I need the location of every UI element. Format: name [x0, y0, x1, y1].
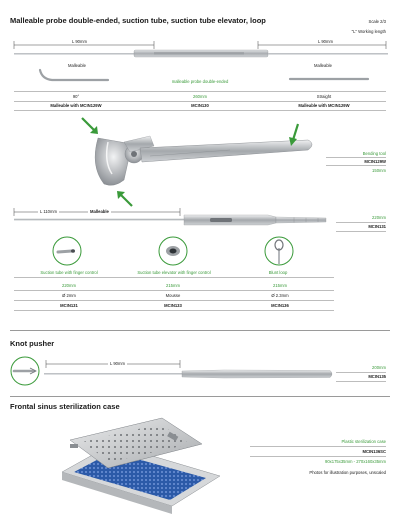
table-rule-top — [14, 91, 386, 92]
bending-tool-size: 150mm — [372, 168, 386, 173]
suction-malleable-label: Malleable — [88, 209, 111, 214]
tip-icon-elevator — [158, 236, 188, 266]
tip-detail-suction: Ø 2mm — [62, 293, 76, 298]
tip-rule-4 — [14, 310, 334, 311]
probe-bent-tip-image — [38, 68, 110, 82]
case-rule-2 — [250, 456, 386, 457]
bending-tool-label: Bending tool — [362, 151, 386, 156]
tip-icon-suction — [52, 236, 82, 266]
case-note: Photos for illustration purposes, unscal… — [309, 470, 386, 475]
bending-tool-image — [94, 135, 313, 186]
tip-length-suction: 220mm — [62, 283, 76, 288]
table-rule-bottom — [14, 110, 386, 111]
knot-rule-2 — [336, 381, 386, 382]
tip-length-elevator: 215mm — [166, 283, 180, 288]
spec-center-code: MCIN130 — [191, 103, 209, 108]
spec-left-code: Malleable with MCIN129W — [50, 103, 102, 108]
case-dimensions: 90x175x35mm - 270x160x35mm — [325, 459, 386, 464]
spec-left-value: 90° — [72, 94, 80, 99]
suction-code: MCIN131 — [368, 224, 386, 229]
malleable-label-left: Malleable — [68, 63, 86, 68]
suction-rule-2 — [336, 231, 386, 232]
tip-code-suction: MCIN131 — [60, 303, 78, 308]
malleable-probe-image — [14, 49, 388, 58]
section-title-sterilization-case: Frontal sinus sterilization case — [10, 402, 120, 411]
knot-rule-1 — [336, 372, 386, 373]
knot-pusher-tip-icon — [10, 356, 40, 386]
tip-rule-3 — [14, 300, 334, 301]
tip-code-blunt-loop: MCIN136 — [271, 303, 289, 308]
tip-detail-elevator: Mousse — [165, 293, 181, 298]
dim-label-left: L 90mm — [70, 39, 89, 44]
suction-length: 220mm — [372, 215, 386, 220]
spec-right-code: Malleable with MCIN129W — [298, 103, 350, 108]
tip-label-elevator: Suction tube elevator with finger contro… — [137, 270, 211, 275]
tip-code-elevator: MCIN133 — [164, 303, 182, 308]
bending-rule-2 — [326, 165, 386, 166]
tip-rule-1 — [14, 277, 334, 278]
knot-pusher-image — [44, 369, 333, 379]
tip-label-suction: Suction tube with finger control — [40, 270, 98, 275]
section-title-probe: Malleable probe double-ended, suction tu… — [10, 16, 266, 25]
arrow-icon-bottom-left — [117, 191, 133, 207]
section-separator-1 — [10, 330, 390, 331]
arrow-icon-right — [289, 123, 300, 146]
dimension-line-right — [257, 41, 387, 49]
bending-tool-code: MCIN129W — [364, 159, 386, 164]
section-title-knot-pusher: Knot pusher — [10, 339, 55, 348]
tip-icon-blunt-loop — [264, 236, 294, 266]
malleable-label-right: Malleable — [314, 63, 332, 68]
tip-rule-2 — [14, 290, 334, 291]
working-length-note: "L" Working length — [351, 29, 386, 34]
case-code: MCIN136SC — [362, 449, 386, 454]
knot-pusher-length: 200mm — [372, 365, 386, 370]
arrow-icon-top-left — [81, 117, 98, 134]
bending-rule-1 — [326, 157, 386, 158]
knot-pusher-code: MCIN135 — [368, 374, 386, 379]
tip-label-blunt-loop: Blunt loop — [268, 270, 288, 275]
section-separator-2 — [10, 396, 390, 397]
sterilization-case-image — [61, 417, 221, 514]
table-rule-mid — [14, 101, 386, 102]
knot-pusher-dim-label: L 90mm — [108, 361, 127, 366]
spec-right-value: Straight — [316, 94, 332, 99]
scale-note: Scale 2/3 — [368, 19, 386, 24]
dim-label-right: L 90mm — [316, 39, 335, 44]
tip-length-blunt-loop: 215mm — [273, 283, 287, 288]
tip-detail-blunt-loop: Ø 2.3mm — [271, 293, 289, 298]
suction-rule-1 — [336, 222, 386, 223]
spec-center-value: 260mm — [193, 94, 207, 99]
probe-straight-tip-image — [288, 77, 370, 81]
dimension-line-left — [13, 41, 155, 49]
case-label: Plastic sterilization case — [341, 439, 386, 444]
case-rule-1 — [250, 446, 386, 447]
suction-tube-image — [14, 214, 327, 226]
probe-caption: malleable probe double-ended — [171, 79, 229, 84]
suction-dim-label: L 110mm — [38, 209, 59, 214]
